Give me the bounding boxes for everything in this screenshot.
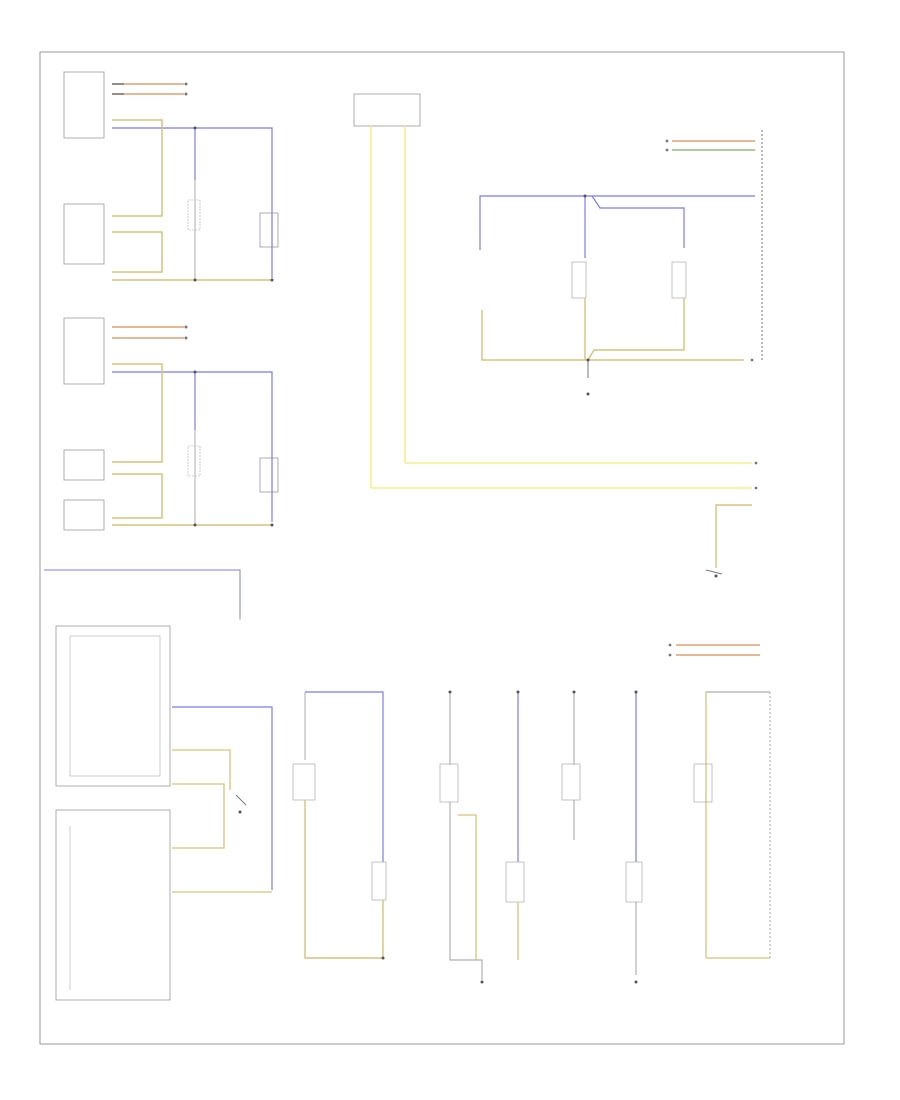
- passenger-lamp-1: [571, 261, 587, 299]
- right-rear-switch-component: [63, 449, 105, 481]
- left-rear-fuse-component: [63, 71, 105, 139]
- console-module-upper: [55, 625, 171, 787]
- right-rear-lamp-box: [259, 457, 279, 493]
- central-module-group: [353, 93, 758, 490]
- right-rear-fuse-component: [63, 317, 105, 385]
- glove-box-lamp-component: [561, 763, 581, 801]
- door-switch-group: [705, 504, 752, 578]
- left-rear-lamp-box: [259, 212, 279, 248]
- right-lamp-component: [693, 763, 713, 803]
- left-rear-switch-component: [63, 203, 105, 265]
- interior-lamps-row: [292, 643, 771, 984]
- passenger-lamp-2: [671, 261, 687, 299]
- diagram-frame: [39, 51, 845, 1045]
- center-lamp-component: [439, 763, 459, 803]
- console-module-group: [44, 569, 273, 1001]
- right-rear-switch-component-2: [63, 499, 105, 531]
- console-module-lower: [55, 809, 171, 1001]
- footwell-lamp-component: [505, 861, 525, 903]
- right-rear-lamp-group: [63, 317, 279, 531]
- central-control-module: [353, 93, 421, 127]
- left-rear-lamp-group: [63, 71, 279, 282]
- door-lamp-component: [625, 861, 643, 903]
- front-lamp-component: [292, 763, 316, 801]
- passenger-lamps-group: [479, 130, 763, 396]
- rear-lamp-component: [371, 861, 387, 901]
